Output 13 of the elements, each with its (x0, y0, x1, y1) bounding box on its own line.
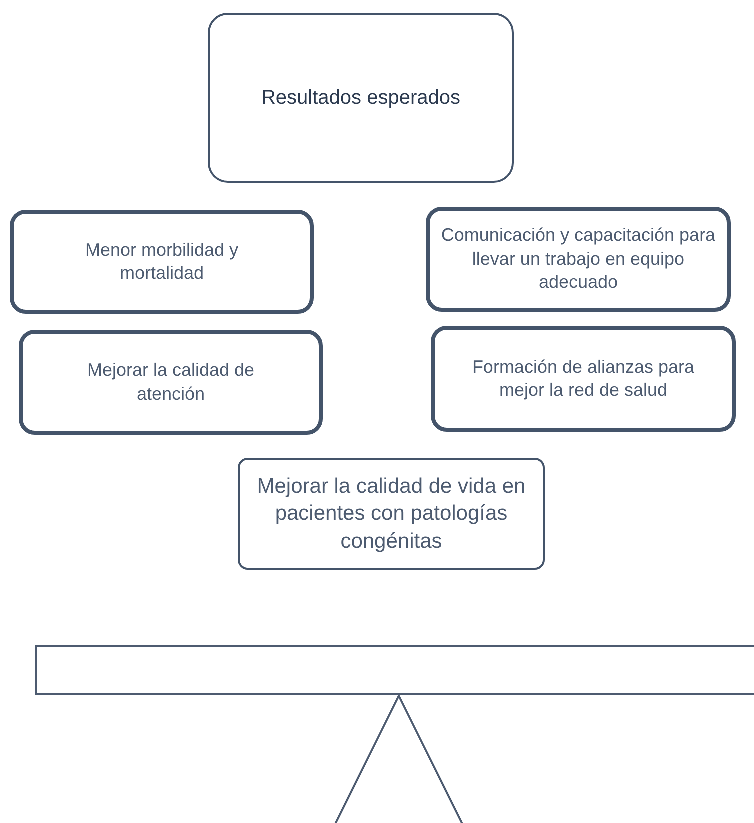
box-text: Mejorar la calidad de atención (86, 359, 256, 406)
box-text: Comunicación y capacitación para llevar un trabajo en equipo adecuado (440, 224, 717, 294)
rounded-box (19, 330, 323, 435)
rounded-box (431, 326, 736, 432)
rounded-box (10, 210, 314, 314)
box-text: Menor morbilidad y mortalidad (84, 238, 240, 285)
box-text: Mejorar la calidad de vida en pacientes con patologías congénitas (256, 474, 527, 555)
heading: Resultados esperados (261, 86, 460, 111)
box-text: Formación de alianzas para mejor la red de salud (471, 356, 696, 402)
seesaw-bar (35, 645, 754, 695)
rounded-box (426, 207, 731, 312)
rounded-box (208, 13, 514, 183)
rounded-box (238, 458, 545, 570)
